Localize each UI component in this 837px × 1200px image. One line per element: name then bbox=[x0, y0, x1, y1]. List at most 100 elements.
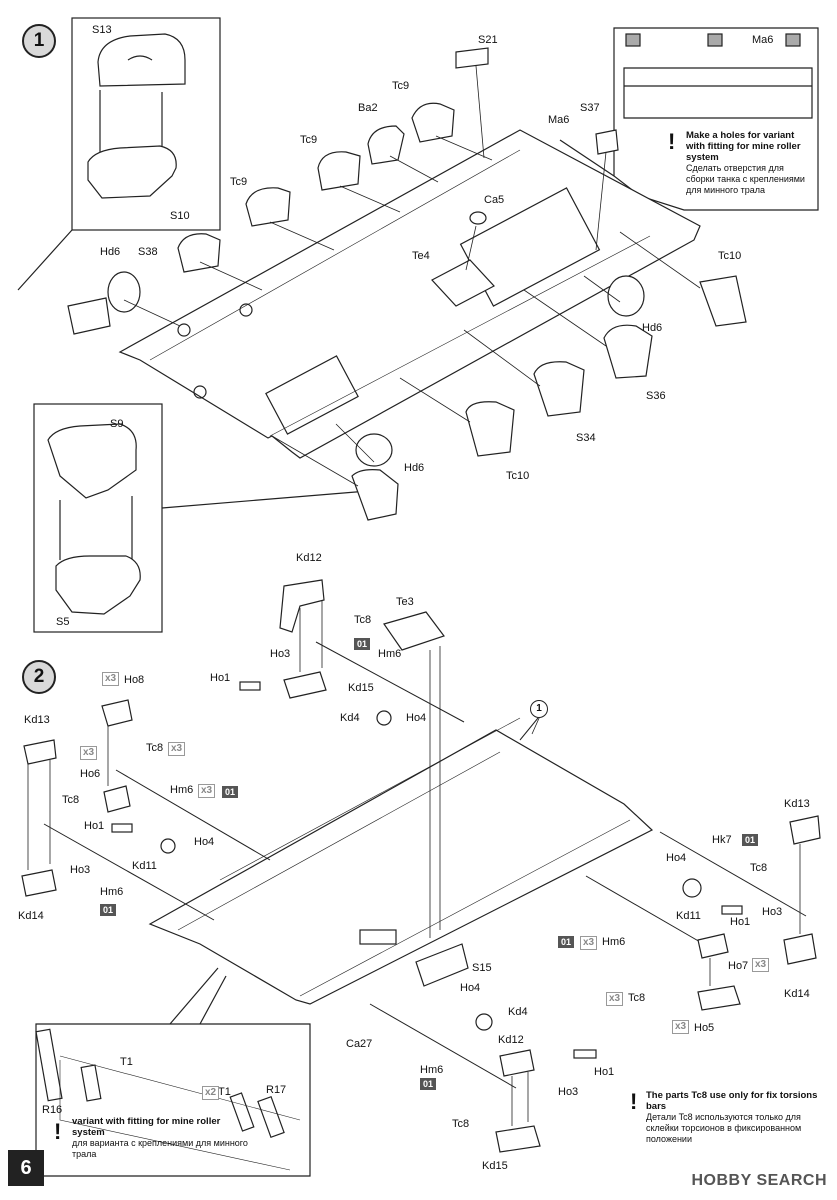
label-s38: S38 bbox=[138, 246, 158, 258]
label-tc8-mid: Tc8 bbox=[628, 992, 646, 1004]
qty-ho7: x3 bbox=[752, 958, 770, 972]
label-ho1-left: Ho1 bbox=[84, 820, 105, 832]
label-kd11-right: Kd11 bbox=[676, 910, 701, 922]
note-torsion: The parts Tc8 use only for fix torsions … bbox=[646, 1090, 832, 1145]
label-s5: S5 bbox=[56, 616, 70, 628]
part-ho7 bbox=[697, 933, 729, 959]
label-kd12-bottom: Kd12 bbox=[498, 1034, 524, 1046]
part-s38 bbox=[177, 233, 221, 273]
label-hd6-left: Hd6 bbox=[100, 246, 121, 258]
warning-icon-holes: ! bbox=[668, 129, 676, 154]
part-tc9-2 bbox=[317, 151, 361, 191]
label-tc9-3: Tc9 bbox=[230, 176, 248, 188]
sprue-tag-left: 01 bbox=[222, 786, 239, 798]
label-tc10-bottom: Tc10 bbox=[506, 470, 530, 482]
label-kd15-top: Kd15 bbox=[348, 682, 374, 694]
label-ho3-top: Ho3 bbox=[270, 648, 291, 660]
part-kd4-bottom bbox=[475, 1013, 493, 1031]
part-ho1-top bbox=[239, 681, 261, 691]
label-ho4-right: Ho4 bbox=[666, 852, 687, 864]
part-s-left bbox=[67, 297, 111, 335]
note-holes-ru: Сделать отверстия для сборки танка с кре… bbox=[686, 163, 805, 195]
label-hm6-lower-left: Hm6 bbox=[100, 886, 124, 898]
label-ma6-inset: Ma6 bbox=[752, 34, 774, 46]
part-kd14-right bbox=[783, 933, 817, 965]
label-s34: S34 bbox=[576, 432, 596, 444]
part-tc10-2 bbox=[465, 401, 515, 457]
label-ho8: Ho8 bbox=[124, 674, 145, 686]
part-kd15-bottom bbox=[495, 1125, 541, 1153]
label-tc10-right: Tc10 bbox=[718, 250, 742, 262]
label-kd11-left: Kd11 bbox=[132, 860, 157, 872]
qty-ho8: x3 bbox=[102, 672, 120, 686]
part-t1-2 bbox=[229, 1092, 255, 1132]
part-hd6-3 bbox=[355, 433, 393, 467]
qty-hm6-left: x3 bbox=[198, 784, 216, 798]
qty-tc8-upper: x3 bbox=[168, 742, 186, 756]
label-hk7: Hk7 bbox=[712, 834, 732, 846]
label-kd4-bottom: Kd4 bbox=[508, 1006, 528, 1018]
label-ho3-right: Ho3 bbox=[762, 906, 783, 918]
inset-box-variant bbox=[35, 1023, 311, 1177]
inset-box-s9-s5 bbox=[33, 403, 163, 633]
torsion-bar-3 bbox=[43, 823, 215, 921]
step-1-marker: 1 bbox=[22, 24, 56, 58]
part-ho1-right bbox=[721, 905, 743, 915]
part-ho1-bottom bbox=[573, 1049, 597, 1059]
step-2-marker: 2 bbox=[22, 660, 56, 694]
part-s21 bbox=[455, 47, 489, 69]
part-kd15-top bbox=[283, 671, 327, 699]
label-ho7: Ho7 bbox=[728, 960, 749, 972]
part-kd4-top bbox=[376, 710, 392, 726]
label-hm6-left: Hm6 bbox=[170, 784, 194, 796]
label-s9: S9 bbox=[110, 418, 124, 430]
label-ho4-top: Ho4 bbox=[406, 712, 427, 724]
label-r17: R17 bbox=[266, 1084, 287, 1096]
note-variant-ru: для варианта с креплениями для минного т… bbox=[72, 1138, 248, 1159]
part-hd6-1 bbox=[107, 271, 141, 313]
label-kd14-left: Kd14 bbox=[18, 910, 44, 922]
note-variant-title: variant with fitting for mine roller sys… bbox=[72, 1116, 221, 1138]
label-s10: S10 bbox=[170, 210, 190, 222]
part-s10 bbox=[87, 145, 177, 199]
note-variant: variant with fitting for mine roller sys… bbox=[72, 1116, 252, 1160]
note-holes-title: Make a holes for variant with fitting fo… bbox=[686, 130, 801, 163]
part-tc9-3 bbox=[245, 187, 291, 227]
part-ho5 bbox=[697, 985, 741, 1011]
qty-t1: x2 bbox=[202, 1086, 220, 1100]
part-s34 bbox=[533, 361, 585, 417]
label-ho1-right: Ho1 bbox=[730, 916, 751, 928]
part-kd12-top bbox=[279, 579, 325, 633]
part-ca5 bbox=[469, 211, 487, 225]
warning-icon-variant: ! bbox=[54, 1119, 62, 1144]
part-s36 bbox=[603, 324, 653, 379]
label-tc8-left: Tc8 bbox=[62, 794, 80, 806]
label-s37: S37 bbox=[580, 102, 600, 114]
qty-ho6: x3 bbox=[80, 746, 98, 760]
part-tc9-1 bbox=[411, 102, 455, 143]
label-hd6-right: Hd6 bbox=[642, 322, 663, 334]
part-ho6 bbox=[103, 785, 131, 813]
note-torsion-title: The parts Tc8 use only for fix torsions … bbox=[646, 1090, 818, 1112]
escape-hatch bbox=[265, 355, 359, 435]
watermark: HOBBY SEARCH bbox=[691, 1172, 827, 1189]
sprue-tag-mid: 01 bbox=[558, 936, 575, 948]
torsion-bar-6 bbox=[369, 1003, 517, 1089]
part-ho8 bbox=[101, 699, 133, 727]
label-ca27: Ca27 bbox=[346, 1038, 373, 1050]
part-s13 bbox=[97, 33, 186, 87]
label-tc8-upper: Tc8 bbox=[146, 742, 164, 754]
label-r16: R16 bbox=[42, 1104, 63, 1116]
label-ho1-top: Ho1 bbox=[210, 672, 231, 684]
part-s37 bbox=[595, 129, 619, 155]
sprue-tag-lower-left: 01 bbox=[100, 904, 117, 916]
label-ho4-left: Ho4 bbox=[194, 836, 215, 848]
torsion-bar-1 bbox=[315, 641, 465, 723]
part-kd14-left bbox=[21, 869, 57, 897]
part-kd13-left bbox=[23, 739, 57, 765]
qty-ho5: x3 bbox=[672, 1020, 690, 1034]
page-number: 6 bbox=[8, 1150, 44, 1186]
part-s5 bbox=[55, 555, 141, 615]
chassis-floor-hatch bbox=[359, 929, 397, 945]
